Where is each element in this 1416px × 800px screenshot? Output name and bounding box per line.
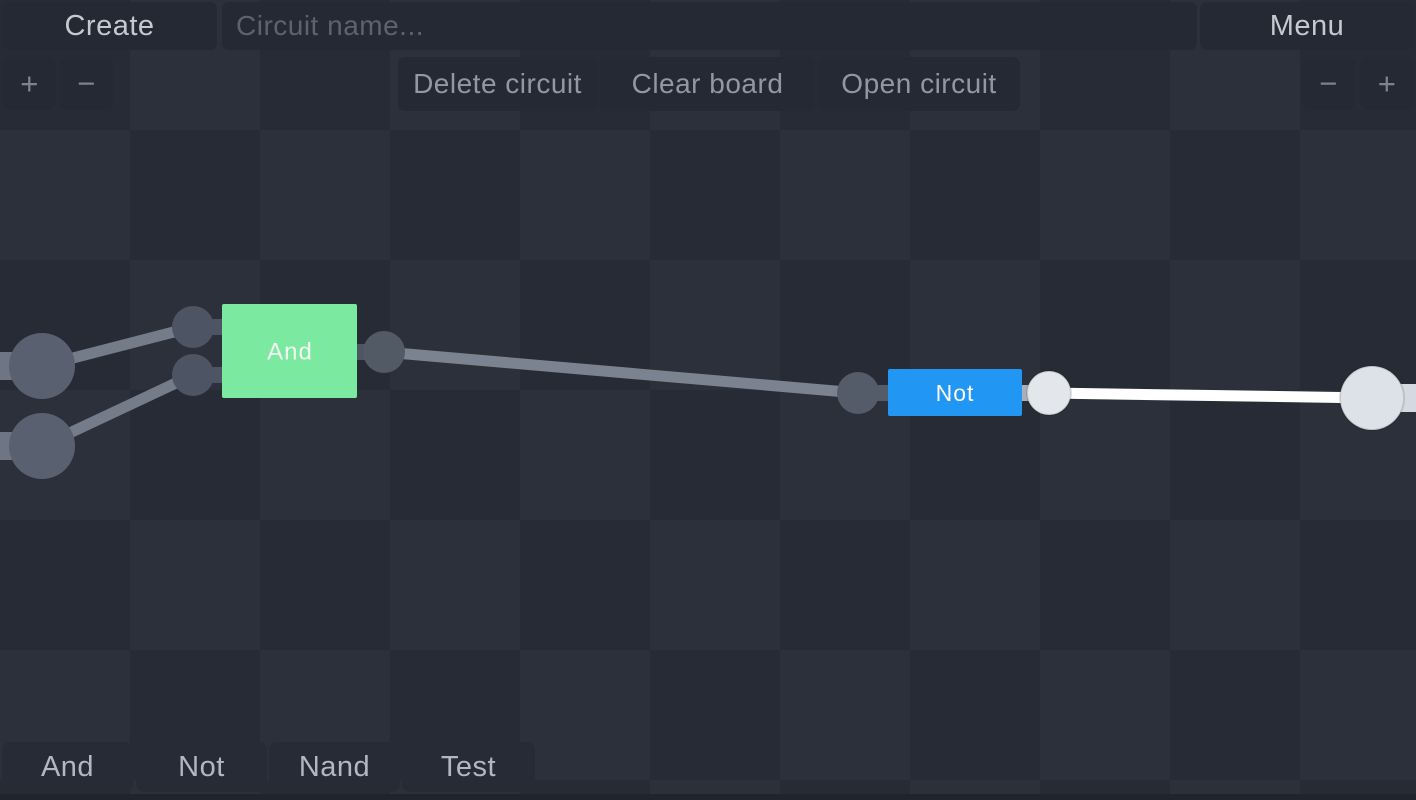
clear-board-button[interactable]: Clear board	[600, 57, 815, 111]
zoom-out-button-right[interactable]: −	[1302, 57, 1355, 110]
palette-item-nand[interactable]: Nand	[269, 742, 400, 792]
output-node[interactable]	[1339, 365, 1405, 431]
and-input-node-1[interactable]	[172, 306, 214, 348]
menu-button[interactable]: Menu	[1200, 2, 1414, 50]
palette-item-not[interactable]: Not	[136, 742, 267, 792]
not-input-node[interactable]	[837, 372, 879, 414]
open-circuit-button[interactable]: Open circuit	[818, 57, 1020, 111]
not-output-node[interactable]	[1026, 370, 1072, 416]
input-node-1[interactable]	[9, 333, 75, 399]
and-output-node[interactable]	[363, 331, 405, 373]
palette-item-and[interactable]: And	[2, 742, 133, 792]
circuit-name-input[interactable]	[222, 2, 1197, 50]
bottom-edge-strip	[0, 794, 1416, 800]
and-gate[interactable]	[222, 304, 357, 398]
not-gate[interactable]	[888, 369, 1022, 416]
create-button[interactable]: Create	[2, 2, 217, 50]
not-gate-label: Not	[936, 380, 975, 406]
zoom-in-button-right[interactable]: +	[1360, 57, 1414, 110]
and-gate-label: And	[267, 339, 313, 366]
and-input-node-2[interactable]	[172, 354, 214, 396]
zoom-in-button-left[interactable]: +	[3, 57, 56, 110]
wire-and-to-not[interactable]	[383, 346, 859, 399]
zoom-out-button-left[interactable]: −	[60, 57, 113, 110]
input-node-2[interactable]	[9, 413, 75, 479]
delete-circuit-button[interactable]: Delete circuit	[398, 57, 597, 111]
wire-not-to-output[interactable]	[1048, 387, 1373, 404]
palette-item-test[interactable]: Test	[402, 742, 535, 792]
